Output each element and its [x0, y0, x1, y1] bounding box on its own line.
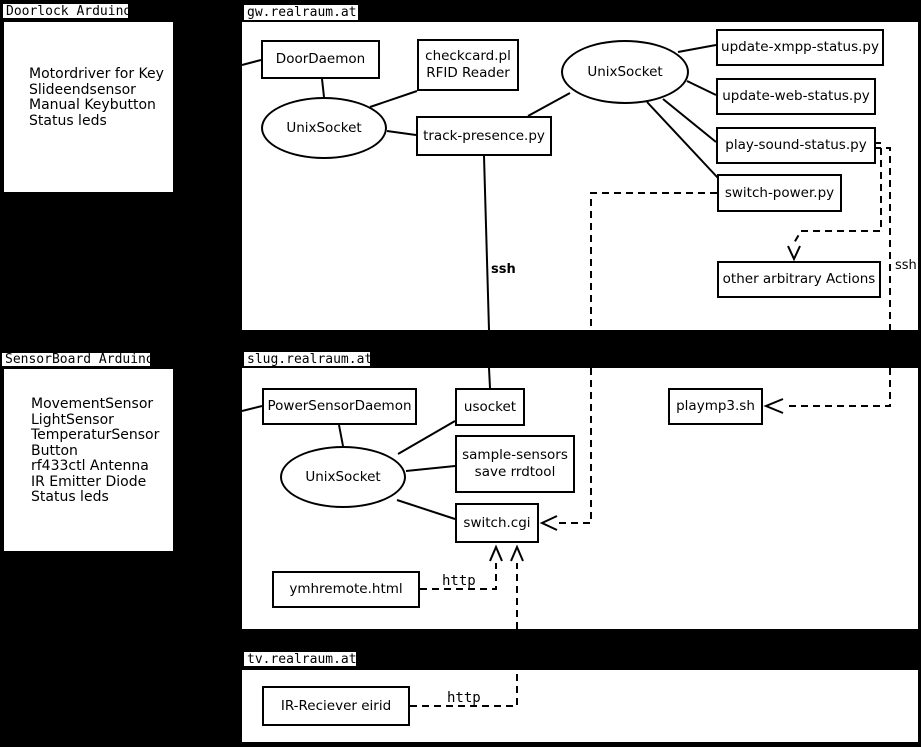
edge-label-http-ir: http — [447, 690, 481, 706]
node-doordaemon: DoorDaemon — [261, 40, 380, 79]
doorlock-line: Motordriver for Key — [29, 66, 164, 82]
doorlock-line: Slideendsensor — [29, 81, 136, 98]
node-samplesensors-line2: save rrdtool — [474, 464, 556, 480]
cluster-gw-label: gw.realraum.at — [242, 3, 360, 22]
sensorboard-line: IR Emitter Diode — [31, 473, 147, 490]
sensorboard-line: TemperaturSensor — [31, 427, 160, 443]
doorlock-arduino-box: Motordriver for Key Slideendsensor Manua… — [3, 21, 174, 193]
edge-label-ssh-track: ssh — [491, 262, 516, 277]
node-checkcard-line2: RFID Reader — [426, 65, 510, 81]
doorlock-arduino-title: Doorlock Arduino — [1, 2, 131, 20]
node-switchcgi: switch.cgi — [455, 503, 539, 543]
node-trackpresence: track-presence.py — [416, 116, 552, 156]
doorlock-line: Manual Keybutton — [29, 97, 156, 113]
doorlock-line: Status leds — [29, 112, 107, 129]
node-other-actions: other arbitrary Actions — [717, 261, 881, 298]
sensorboard-line: Status leds — [31, 489, 109, 505]
node-irreciever: IR-Reciever eirid — [262, 686, 410, 726]
node-powersensordaemon: PowerSensorDaemon — [262, 388, 417, 425]
node-switch-power: switch-power.py — [717, 174, 842, 212]
sensorboard-line: MovementSensor — [31, 396, 154, 412]
node-ymhremote: ymhremote.html — [272, 571, 420, 608]
sensorboard-arduino-box: MovementSensor LightSensor TemperaturSen… — [3, 368, 174, 552]
node-update-web: update-web-status.py — [716, 78, 876, 115]
cluster-tv-label: tv.realraum.at — [242, 650, 358, 668]
cluster-slug-label: slug.realraum.at — [242, 350, 372, 368]
node-checkcard-line1: checkcard.pl — [425, 48, 511, 64]
node-samplesensors-line1: sample-sensors — [462, 447, 568, 463]
node-update-xmpp: update-xmpp-status.py — [716, 29, 884, 66]
node-unixsocket-gw-2: UnixSocket — [561, 40, 689, 104]
sensorboard-line: Button — [31, 442, 78, 459]
sensorboard-line: LightSensor — [31, 411, 114, 428]
node-samplesensors: sample-sensors save rrdtool — [455, 435, 575, 493]
node-unixsocket-gw-1: UnixSocket — [261, 97, 387, 159]
node-unixsocket-slug: UnixSocket — [280, 446, 406, 508]
sensorboard-line: rf433ctl Antenna — [31, 458, 149, 474]
edge-label-ssh-play: ssh — [895, 258, 917, 273]
edge-label-http-ymh: http — [442, 573, 476, 589]
sensorboard-arduino-title: SensorBoard Arduino — [0, 351, 154, 368]
node-usocket: usocket — [455, 388, 525, 426]
node-playmp3: playmp3.sh — [668, 388, 763, 425]
node-checkcard: checkcard.pl RFID Reader — [417, 39, 519, 91]
node-play-sound: play-sound-status.py — [716, 127, 876, 164]
